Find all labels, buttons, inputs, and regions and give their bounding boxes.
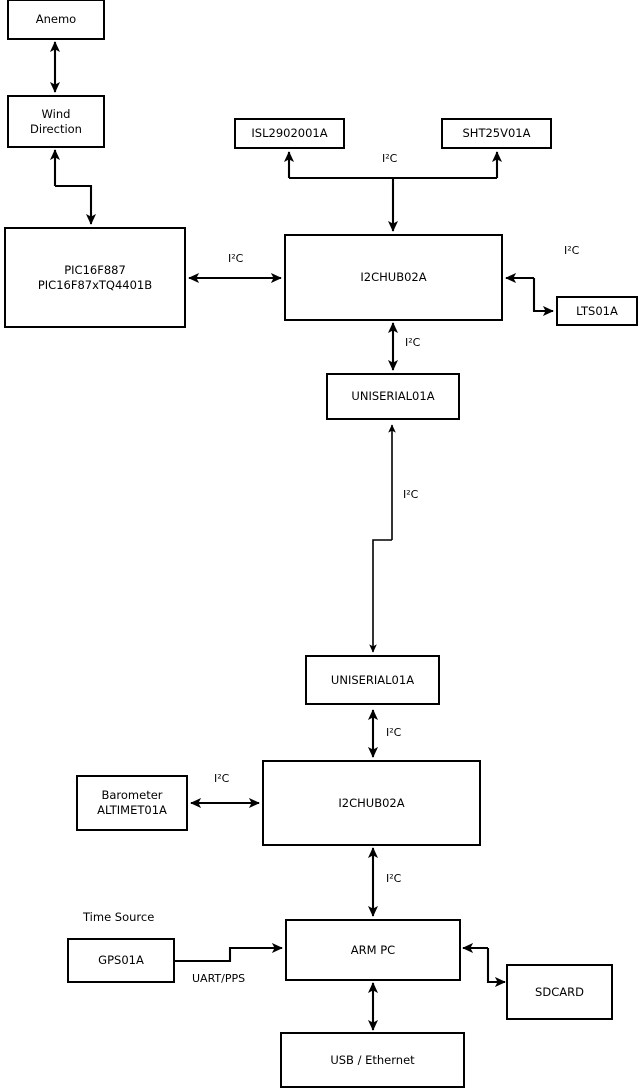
node-wind-direction-label-2: Direction [30,121,82,136]
edge-label-i2c-sensor-bus: I²C [382,152,398,165]
node-pic-mcu-label-2: PIC16F87xTQ4401B [37,277,153,292]
wire-armpc-sdcard-z [486,948,506,988]
label-time-source: Time Source [83,910,155,924]
node-isl2902001a[interactable]: ISL2902001A [234,118,345,149]
edge-label-i2c-hub-uniserial: I²C [405,336,421,349]
wire-wind-pic [55,184,97,225]
node-lts01a[interactable]: LTS01A [556,296,638,326]
node-uniserial01a-bottom-label: UNISERIAL01A [330,672,415,687]
node-uniserial01a-bottom[interactable]: UNISERIAL01A [305,655,440,705]
wire-unitop-unibot-jog [369,539,392,653]
edge-label-i2c-uniserial-hubbot: I²C [386,726,402,739]
node-i2chub02a-bottom[interactable]: I2CHUB02A [262,760,481,846]
wire-hubtop-lts-z [532,278,554,317]
edge-label-i2c-hubbot-armpc: I²C [386,872,402,885]
edge-label-i2c-barometer: I²C [214,772,230,785]
edge-label-uart-pps: UART/PPS [192,972,246,985]
node-barometer-label-1: Barometer [101,788,163,803]
node-i2chub02a-bottom-label: I2CHUB02A [338,795,405,810]
node-isl2902001a-label: ISL2902001A [251,126,328,141]
node-i2chub02a-top[interactable]: I2CHUB02A [284,234,503,321]
node-pic-mcu-label-1: PIC16F887 [64,262,126,277]
node-arm-pc[interactable]: ARM PC [285,919,461,981]
node-lts01a-label: LTS01A [576,303,618,318]
node-gps01a[interactable]: GPS01A [67,938,175,983]
node-gps01a-label: GPS01A [98,953,144,968]
node-barometer-label-2: ALTIMET01A [97,803,167,817]
node-barometer[interactable]: Barometer ALTIMET01A [76,775,188,831]
node-anemo-label: Anemo [35,12,77,27]
node-usb-ethernet-label: USB / Ethernet [330,1052,415,1067]
node-arm-pc-label: ARM PC [350,942,396,957]
node-anemo[interactable]: Anemo [7,0,105,40]
edge-label-i2c-uniserial-link: I²C [403,488,419,501]
node-sdcard[interactable]: SDCARD [506,964,613,1020]
node-pic-mcu[interactable]: PIC16F887 PIC16F87xTQ4401B [4,227,186,328]
node-i2chub02a-top-label: I2CHUB02A [360,270,427,285]
edge-label-i2c-pic-hub: I²C [228,252,244,265]
node-wind-direction[interactable]: Wind Direction [7,95,105,148]
node-uniserial01a-top-label: UNISERIAL01A [351,389,435,404]
node-uniserial01a-top[interactable]: UNISERIAL01A [326,373,460,420]
node-sht25v01a-label: SHT25V01A [462,126,531,141]
node-sht25v01a[interactable]: SHT25V01A [441,118,552,149]
edge-label-i2c-lts: I²C [564,244,580,257]
node-usb-ethernet[interactable]: USB / Ethernet [280,1032,465,1088]
node-wind-direction-label-1: Wind [41,106,71,121]
wire-gps-armpc [175,942,283,963]
node-sdcard-label: SDCARD [535,984,584,999]
